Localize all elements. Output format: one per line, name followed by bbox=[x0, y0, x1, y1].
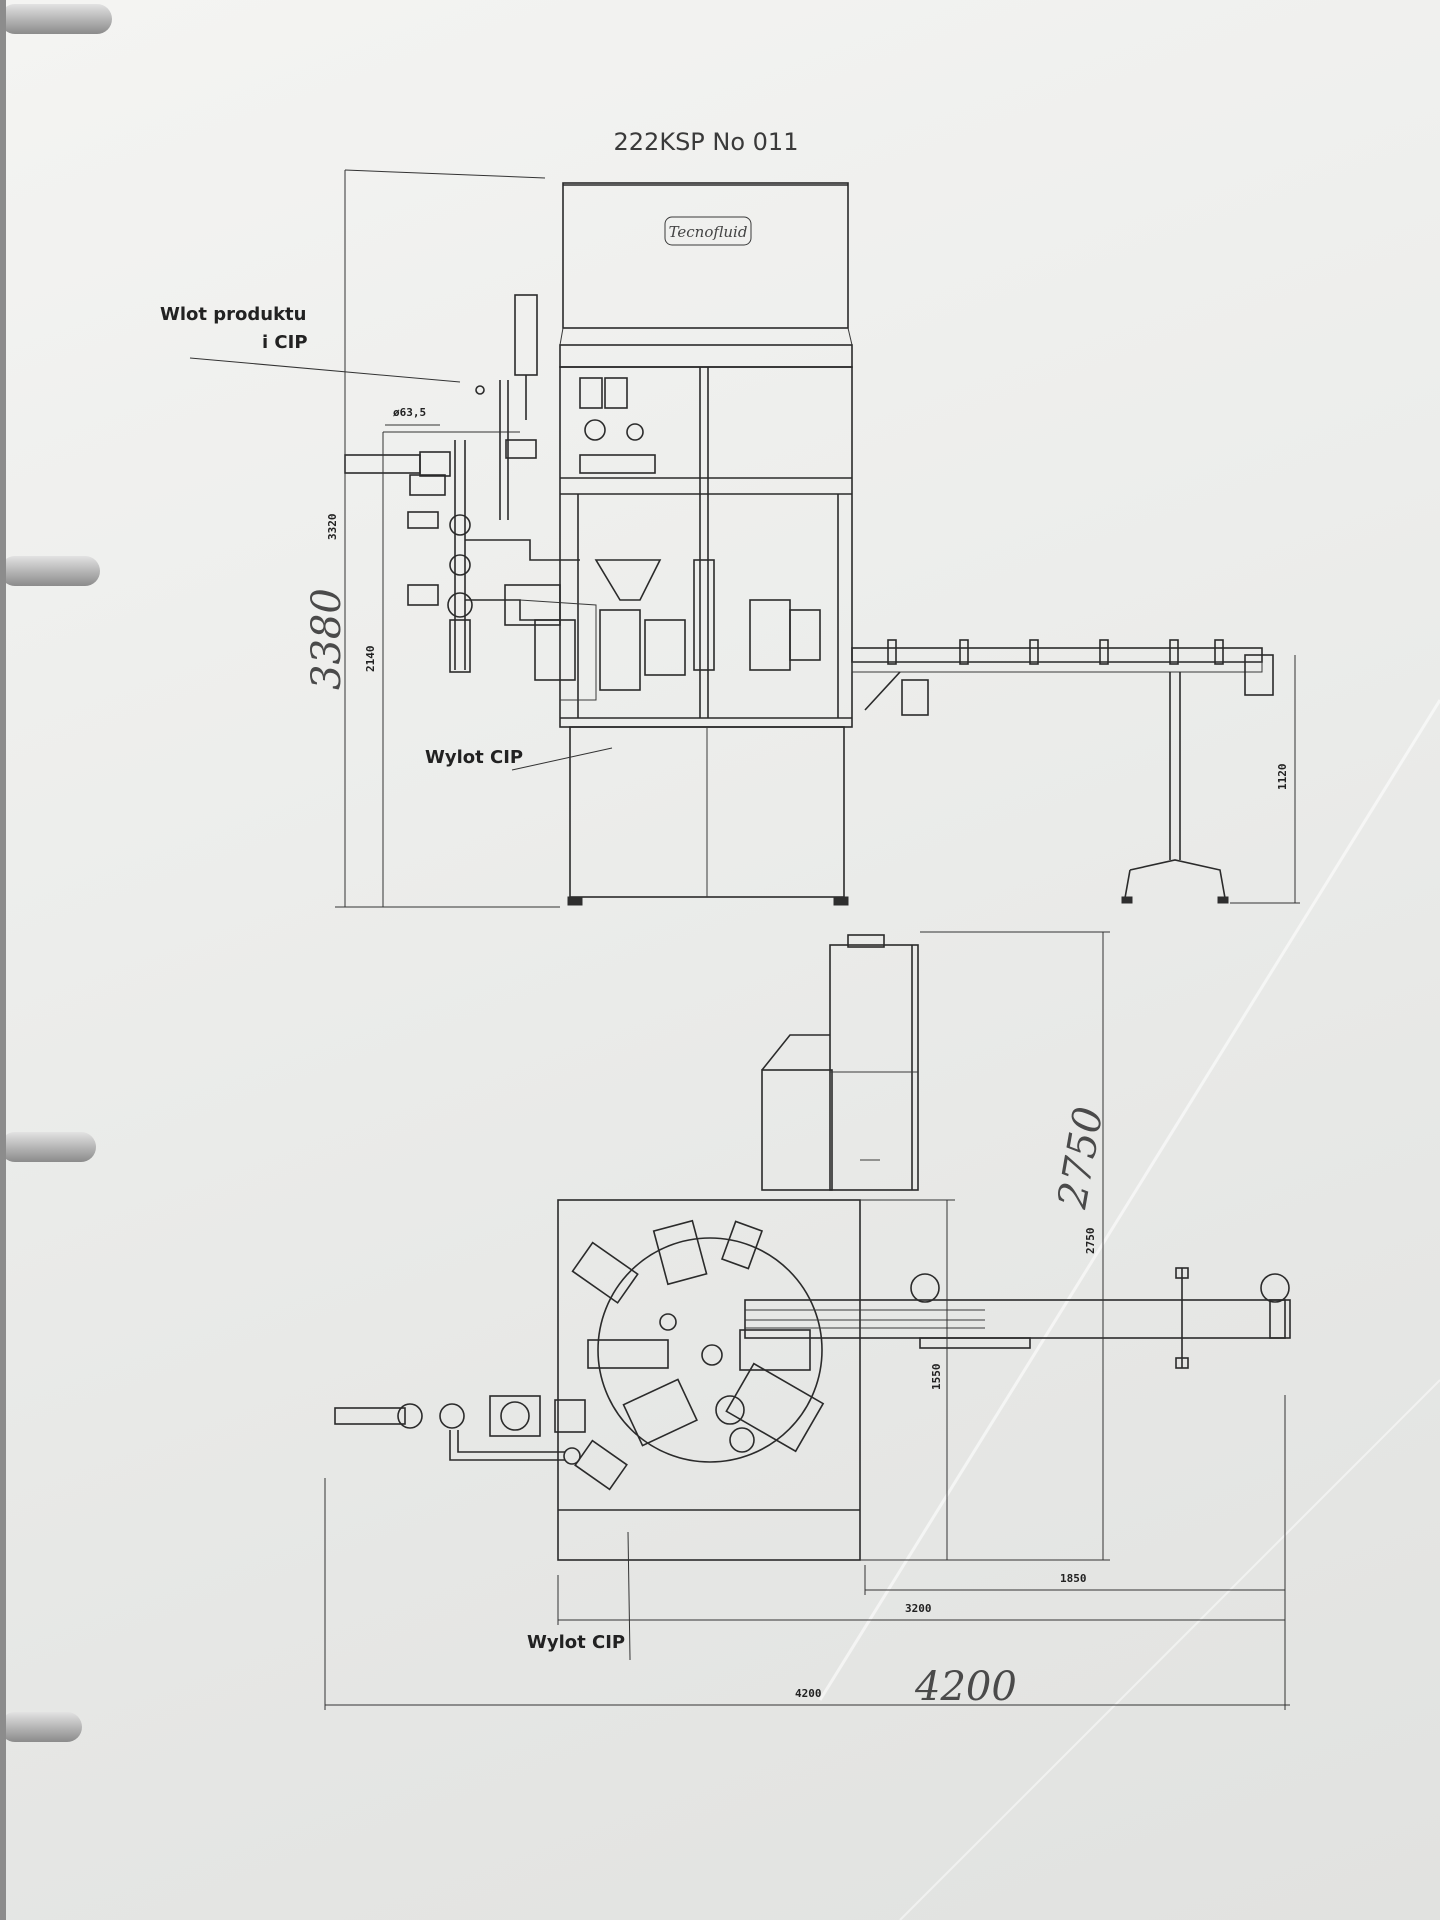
dim-conveyor-height: 1120 bbox=[1276, 764, 1289, 791]
dim-plan-depth: 2750 bbox=[1084, 1228, 1097, 1255]
dim-plan-width-total: 4200 bbox=[795, 1687, 822, 1700]
plan-view bbox=[334, 934, 1291, 1561]
binder-ring-4-icon bbox=[0, 1712, 82, 1742]
outlet-label-bottom: Wylot CIP bbox=[527, 1632, 625, 1653]
dim-plan-width-mid: 3200 bbox=[905, 1602, 932, 1615]
handwritten-height-correction: 3380 bbox=[304, 588, 350, 690]
pipe-diameter-label: ø63,5 bbox=[393, 406, 426, 419]
drawing-title: 222KSP No 011 bbox=[614, 128, 799, 156]
dim-plan-width-right: 1850 bbox=[1060, 1572, 1087, 1585]
dim-plan-depth-inner: 1550 bbox=[930, 1364, 943, 1391]
front-dimensions bbox=[335, 169, 1300, 908]
binder-spine bbox=[0, 0, 6, 1920]
handwritten-width-correction: 4200 bbox=[914, 1664, 1017, 1710]
inlet-label-line2: i CIP bbox=[262, 332, 308, 353]
brand-logo-text: Tecnofluid bbox=[669, 223, 748, 241]
binder-ring-3-icon bbox=[0, 1132, 96, 1162]
binder-ring-2-icon bbox=[0, 556, 100, 586]
inlet-label-line1: Wlot produktu bbox=[160, 304, 306, 325]
front-elevation: Tecnofluid bbox=[344, 182, 1274, 906]
dim-front-total-height: 3320 bbox=[326, 514, 339, 541]
binder-ring-1-icon bbox=[0, 4, 112, 34]
plan-dimensions bbox=[324, 931, 1290, 1710]
dim-front-mid-height: 2140 bbox=[364, 646, 377, 673]
brand-logo bbox=[664, 216, 752, 246]
outlet-label-top: Wylot CIP bbox=[425, 747, 523, 768]
